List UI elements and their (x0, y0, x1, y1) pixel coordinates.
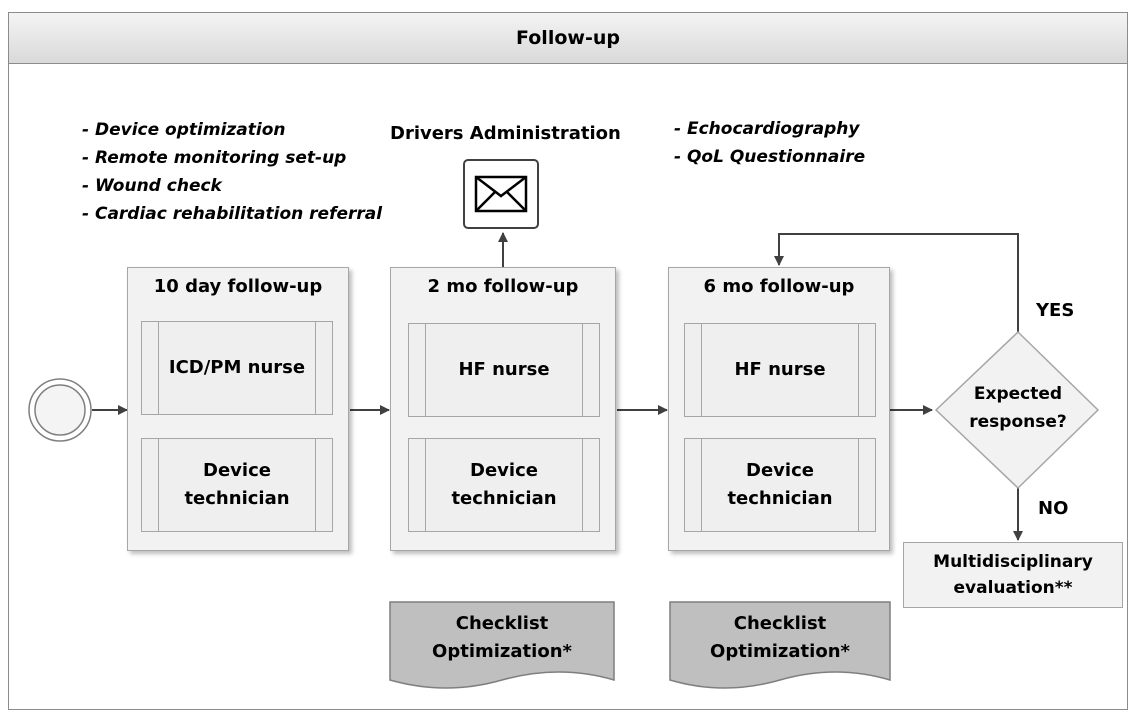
evaluation-line: evaluation** (953, 578, 1073, 598)
page-title: Follow-up (516, 27, 620, 49)
checklist-label-1: Checklist Optimization* (406, 610, 598, 666)
checklist-line: Optimization* (432, 641, 572, 662)
checklist-label-2: Checklist Optimization* (684, 610, 876, 666)
arrow-yes-loop (774, 233, 1019, 332)
task-label-line: Device (746, 460, 814, 481)
yes-label: YES (1036, 300, 1075, 321)
note-item: - Wound check (82, 176, 222, 196)
note-item: - Remote monitoring set-up (82, 148, 347, 168)
task-label-line: technician (184, 488, 290, 509)
task-icd-pm-nurse: ICD/PM nurse (141, 321, 333, 415)
task-hf-nurse: HF nurse (408, 323, 600, 417)
task-label-line: Device (470, 460, 538, 481)
note-item: - Cardiac rehabilitation referral (82, 204, 383, 224)
task-label: HF nurse (458, 359, 550, 380)
task-device-technician: Device technician (684, 438, 876, 532)
checklist-line: Optimization* (710, 641, 850, 662)
decision-line: response? (969, 412, 1067, 432)
checklist-line: Checklist (733, 613, 827, 634)
stage-6-mo-follow-up: 6 mo follow-up HF nurse Device technicia… (668, 267, 890, 551)
stage-title: 6 mo follow-up (703, 276, 855, 297)
no-label: NO (1038, 498, 1069, 519)
stage-10-day-follow-up: 10 day follow-up ICD/PM nurse Device tec… (127, 267, 349, 551)
task-label: ICD/PM nurse (168, 357, 306, 378)
task-device-technician: Device technician (408, 438, 600, 532)
task-device-technician: Device technician (141, 438, 333, 532)
stage-title: 2 mo follow-up (427, 276, 579, 297)
decision-line: Expected (973, 384, 1063, 404)
decision-diamond (934, 330, 1100, 490)
evaluation-line: Multidisciplinary (933, 552, 1093, 572)
stage-title: 10 day follow-up (153, 276, 323, 297)
start-event-inner (34, 384, 86, 436)
task-label-line: Device (203, 460, 271, 481)
task-hf-nurse: HF nurse (684, 323, 876, 417)
note-item: - Echocardiography (674, 119, 860, 139)
envelope-icon (474, 175, 528, 213)
checklist-document-2 (669, 601, 891, 689)
note-item: - Device optimization (82, 120, 286, 140)
header-bar: Follow-up (8, 12, 1128, 64)
checklist-line: Checklist (455, 613, 549, 634)
drivers-administration-label: Drivers Administration (390, 123, 621, 144)
stage-2-mo-follow-up: 2 mo follow-up HF nurse Device technicia… (390, 267, 616, 551)
task-label-line: technician (727, 488, 833, 509)
checklist-document-1 (389, 601, 615, 689)
notes-right: - Echocardiography - QoL Questionnaire (674, 115, 865, 171)
note-item: - QoL Questionnaire (674, 147, 866, 167)
multidisciplinary-evaluation-box: Multidisciplinary evaluation** (903, 542, 1123, 608)
notes-left: - Device optimization - Remote monitorin… (82, 116, 382, 228)
decision-label: Expected response? (945, 380, 1091, 436)
task-label: HF nurse (734, 359, 826, 380)
task-label-line: technician (451, 488, 557, 509)
